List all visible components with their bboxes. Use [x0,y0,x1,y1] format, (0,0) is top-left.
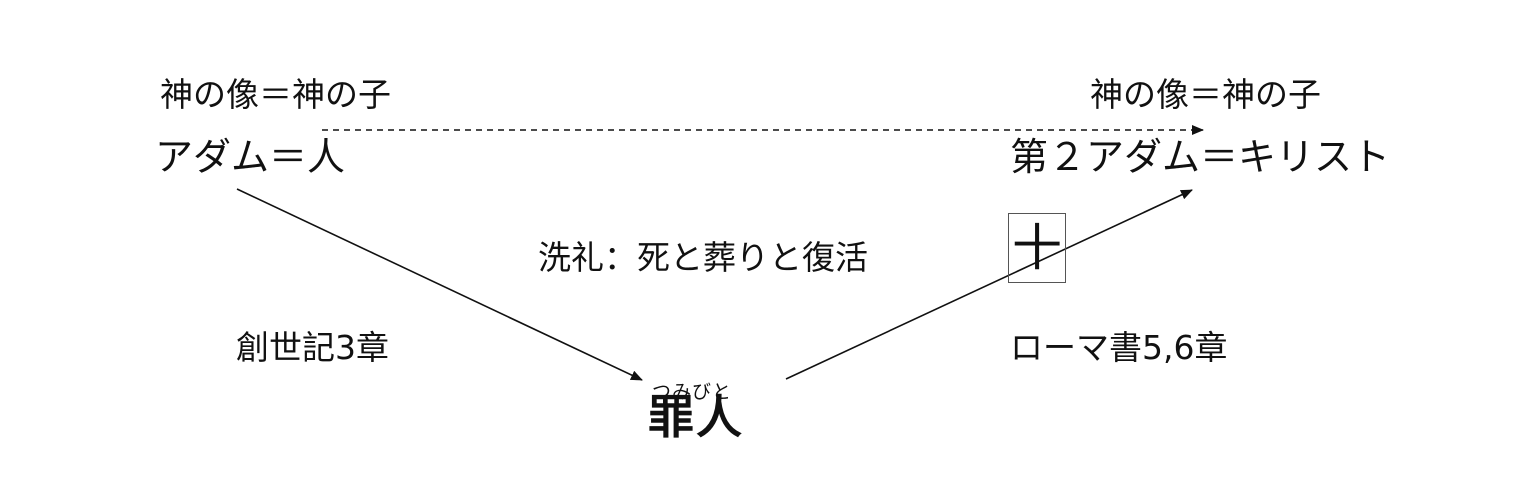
label-sinner: 罪人 [648,390,744,444]
label-romans: ローマ書5,6章 [1010,328,1228,367]
arrow-sinner-to-christ [785,189,1193,380]
label-adam: アダム＝人 [155,135,346,179]
label-image-of-god-left: 神の像＝神の子 [160,75,391,114]
label-genesis: 創世記3章 [236,328,389,367]
arrow-adam-to-sinner [236,188,643,381]
label-second-adam: 第２アダム＝キリスト [1010,135,1391,179]
label-image-of-god-right: 神の像＝神の子 [1090,75,1321,114]
cross-icon: 十 [1012,219,1062,277]
cross-icon-box: 十 [1008,213,1066,283]
label-baptism: 洗礼：死と葬りと復活 [538,238,868,277]
label-sinner-furigana: つみびと [652,381,733,403]
